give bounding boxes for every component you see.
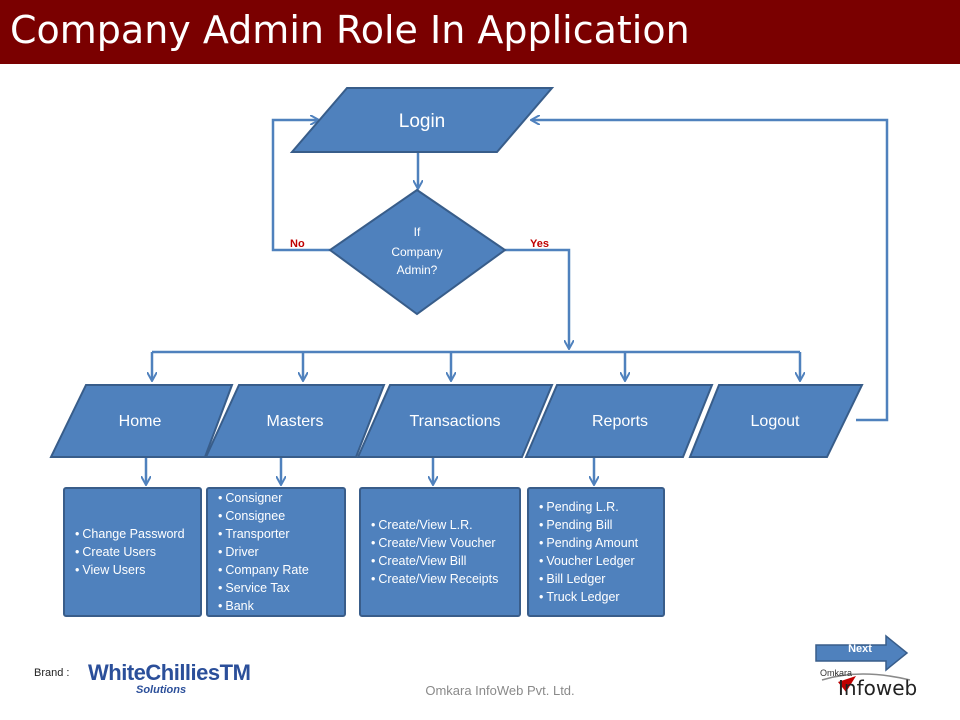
next-button-label[interactable]: Next — [848, 643, 872, 655]
omkara-logo-swoosh — [821, 673, 911, 681]
list-item: Pending Bill — [539, 516, 638, 534]
list-item: Create/View Bill — [371, 552, 498, 570]
login-shape — [289, 87, 555, 153]
decision-shape — [328, 188, 507, 316]
connectors — [146, 120, 889, 484]
yes-label: Yes — [530, 238, 549, 250]
list-item: Change Password — [75, 525, 184, 543]
list-item: Consignee — [218, 507, 309, 525]
list-item: Service Tax — [218, 579, 309, 597]
brand-logo: WhiteChilliesTM Solutions — [88, 660, 251, 696]
brand-logo-tm: TM — [219, 660, 251, 685]
brand-label: Brand : — [34, 667, 70, 679]
list-item: Create/View Voucher — [371, 534, 498, 552]
list-item: Create/View L.R. — [371, 516, 498, 534]
connector-yes-branch — [505, 248, 569, 348]
list-item: Create/View Receipts — [371, 570, 498, 588]
logout-shape — [688, 384, 864, 458]
page-title: Company Admin Role In Application — [10, 8, 690, 52]
home-details-list: Change Password Create Users View Users — [65, 525, 185, 579]
list-item: Company Rate — [218, 561, 308, 579]
list-item: Voucher Ledger — [539, 552, 638, 570]
login-label: Login — [399, 111, 446, 132]
decision-line-1: If — [414, 225, 421, 239]
decision-line-3: Admin? — [397, 263, 438, 277]
list-item: Create Users — [75, 543, 185, 561]
list-item: Bill Ledger — [539, 570, 638, 588]
list-item: Pending L.R. — [539, 498, 638, 516]
omkara-logo-mark — [838, 676, 856, 692]
list-item: Pending Amount — [539, 534, 638, 552]
list-item: Transporter — [218, 525, 309, 543]
brand-logo-main: WhiteChillies — [88, 660, 220, 685]
reports-details-list: Pending L.R. Pending Bill Pending Amount… — [529, 498, 638, 606]
connector-no-branch — [271, 120, 330, 252]
masters-details-box: Consigner Consignee Transporter Driver C… — [206, 487, 346, 617]
home-details-box: Change Password Create Users View Users — [63, 487, 202, 617]
masters-details-list: Consigner Consignee Transporter Driver C… — [208, 489, 309, 615]
list-item: Bank — [218, 597, 309, 615]
company-logo-big: Infoweb — [838, 676, 918, 700]
home-label: Home — [119, 413, 162, 430]
title-bar: Company Admin Role In Application — [0, 0, 960, 64]
reports-details-box: Pending L.R. Pending Bill Pending Amount… — [527, 487, 665, 617]
brand-logo-sub: Solutions — [136, 684, 187, 696]
reports-label: Reports — [592, 413, 648, 430]
list-item: Driver — [218, 543, 309, 561]
list-item: View Users — [75, 561, 185, 579]
transactions-label: Transactions — [410, 413, 501, 430]
transactions-shape — [356, 384, 554, 458]
no-label: No — [290, 238, 305, 250]
connector-logout-to-login — [532, 120, 889, 422]
masters-label: Masters — [267, 413, 324, 430]
company-logo-small: Omkara — [820, 668, 853, 678]
transactions-details-box: Create/View L.R. Create/View Voucher Cre… — [359, 487, 521, 617]
next-arrow-shape[interactable] — [815, 634, 909, 672]
footer-company-name: Omkara InfoWeb Pvt. Ltd. — [425, 683, 575, 698]
list-item: Truck Ledger — [539, 588, 638, 606]
logout-label: Logout — [751, 413, 800, 430]
transactions-details-list: Create/View L.R. Create/View Voucher Cre… — [361, 516, 498, 588]
masters-shape — [204, 384, 386, 458]
decision-line-2: Company — [391, 245, 442, 259]
list-item: Consigner — [218, 489, 309, 507]
reports-shape — [524, 384, 714, 458]
